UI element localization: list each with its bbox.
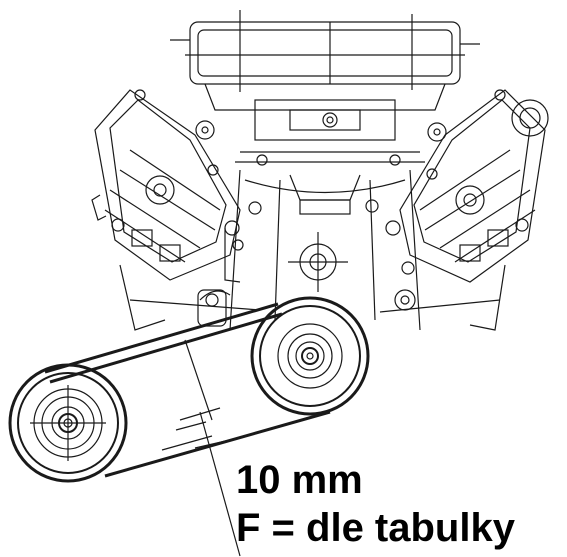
deflection-indicator: [161, 339, 241, 557]
force-label: F = dle tabulky: [236, 506, 515, 550]
engine-drawing: [91, 10, 549, 331]
belt-drive: [8, 296, 370, 557]
deflection-label: 10 mm: [236, 458, 363, 502]
left-pulley: [8, 363, 128, 483]
left-cylinder-head: [91, 89, 262, 281]
right-cylinder-head: [365, 89, 549, 283]
right-pulley: [250, 296, 370, 416]
drive-belt: [44, 302, 331, 478]
